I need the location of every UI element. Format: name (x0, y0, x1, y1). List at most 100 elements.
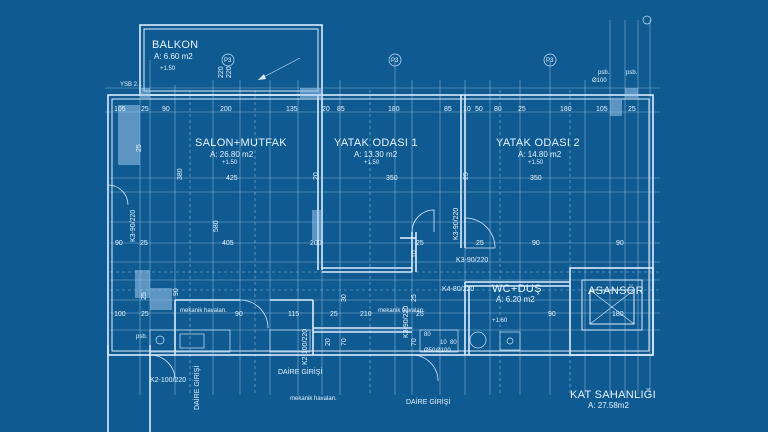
door-code: K3-90/220 (403, 306, 410, 338)
entry-label: DAİRE GİRİŞİ (406, 397, 450, 406)
svg-text:180: 180 (612, 311, 624, 318)
svg-text:25: 25 (141, 311, 149, 318)
grid-bubbles (221, 15, 652, 67)
columns (118, 88, 638, 310)
svg-text:P3: P3 (546, 58, 554, 64)
level-mark-salon: +1.50 (222, 160, 238, 166)
svg-text:100: 100 (114, 311, 126, 318)
svg-text:10: 10 (463, 106, 471, 113)
row-dimensions-2: 90 25 405 200 25 25 90 90 (115, 240, 624, 247)
entry-label: DAİRE GİRİŞİ (278, 367, 322, 376)
room-area-salon: A: 26.80 m2 (210, 150, 254, 159)
svg-text:25: 25 (518, 106, 526, 113)
door-code: K3-90/220 (130, 210, 137, 242)
svg-text:psb.: psb. (136, 334, 148, 340)
row-dimensions-1: 425 350 350 (226, 175, 542, 182)
svg-text:180: 180 (388, 106, 400, 113)
room-area-wc: A: 6.20 m2 (496, 295, 535, 304)
svg-text:220: 220 (226, 66, 233, 78)
svg-text:90: 90 (532, 240, 540, 247)
room-name-salon: SALON+MUTFAK (195, 137, 287, 149)
svg-text:psb.: psb. (626, 70, 638, 76)
level-mark-yatak2: +1.50 (528, 160, 544, 166)
shaft-notes: mekanik havalan. mekanik havalan. mekani… (180, 308, 425, 402)
svg-text:85: 85 (444, 106, 452, 113)
svg-text:20: 20 (325, 338, 332, 346)
svg-text:405: 405 (222, 240, 234, 247)
room-name-asansor: ASANSÖR (588, 285, 644, 297)
svg-text:115: 115 (288, 311, 299, 318)
side-dimensions: 25 380 580 90 220 220 20 25 25 30 25 10 … (136, 66, 470, 346)
svg-text:20: 20 (313, 172, 320, 180)
svg-text:105: 105 (596, 106, 608, 113)
door-code: K3-90/220 (456, 257, 488, 264)
room-area-balkon: A: 6.60 m2 (154, 52, 193, 61)
svg-text:30: 30 (341, 294, 348, 302)
svg-text:425: 425 (226, 175, 238, 182)
svg-text:25: 25 (416, 240, 424, 247)
room-area-kat: A: 27.58m2 (588, 401, 629, 410)
svg-text:90: 90 (173, 288, 180, 296)
svg-text:25: 25 (140, 240, 148, 247)
svg-text:380: 380 (177, 168, 184, 180)
door-code: K3-90/220 (453, 208, 460, 240)
svg-text:25: 25 (411, 294, 418, 302)
room-name-yatak1: YATAK ODASI 1 (334, 137, 418, 149)
svg-text:50: 50 (475, 106, 483, 113)
svg-text:90: 90 (235, 311, 243, 318)
level-mark-yatak1: +1.50 (364, 160, 380, 166)
svg-text:90: 90 (616, 240, 624, 247)
door-swings (107, 184, 496, 382)
svg-text:25: 25 (330, 311, 338, 318)
svg-text:Ø50: Ø50 (424, 348, 436, 354)
svg-text:70: 70 (411, 338, 418, 346)
svg-text:220: 220 (218, 66, 225, 78)
svg-text:mekanik havalan.: mekanik havalan. (180, 308, 227, 314)
room-name-balkon: BALKON (152, 39, 198, 51)
svg-text:Ø100: Ø100 (592, 78, 607, 84)
level-mark-balkon: +1.50 (160, 66, 176, 72)
room-name-wc: WC+DUŞ (492, 283, 542, 295)
entry-labels: DAİRE GİRİŞİ DAİRE GİRİŞİ DAİRE GİRİŞİ (192, 366, 450, 410)
balcony-outline (139, 24, 323, 96)
svg-text:25: 25 (463, 172, 470, 180)
door-code: K4-80/220 (442, 286, 474, 293)
svg-text:20: 20 (322, 106, 330, 113)
svg-text:25: 25 (416, 311, 424, 318)
svg-text:200: 200 (220, 106, 232, 113)
svg-text:10: 10 (411, 250, 418, 258)
svg-text:80: 80 (494, 106, 502, 113)
svg-text:25: 25 (628, 106, 636, 113)
door-code: K2-100/220 (150, 377, 186, 384)
svg-text:90: 90 (548, 311, 556, 318)
svg-text:25: 25 (141, 106, 149, 113)
svg-text:350: 350 (530, 175, 542, 182)
svg-text:10: 10 (440, 340, 447, 346)
svg-text:135: 135 (286, 106, 298, 113)
kitchen-counter (149, 329, 311, 353)
svg-text:25: 25 (136, 144, 143, 152)
svg-text:80: 80 (450, 340, 457, 346)
svg-text:25: 25 (476, 240, 484, 247)
top-dimensions: 105 25 90 200 135 20 85 180 85 10 50 80 … (114, 106, 636, 113)
level-mark-wc: +1.60 (492, 318, 508, 324)
svg-text:350: 350 (386, 175, 398, 182)
svg-text:180: 180 (560, 106, 572, 113)
svg-text:70: 70 (341, 338, 348, 346)
svg-text:90: 90 (162, 106, 170, 113)
interior-walls (174, 95, 570, 355)
outer-walls (107, 94, 654, 432)
room-area-yatak1: A: 13.30 m2 (354, 150, 398, 159)
svg-text:mekanik havalan.: mekanik havalan. (378, 308, 425, 314)
svg-text:210: 210 (360, 311, 372, 318)
tags: YSB 2... P3 P3 P3 psb. psb. psb. Ø100 Ø5… (120, 58, 638, 354)
svg-text:P3: P3 (391, 58, 399, 64)
row-dimensions-3: 100 25 90 115 25 210 25 90 180 (114, 311, 624, 318)
svg-text:580: 580 (213, 220, 220, 232)
svg-text:80: 80 (424, 332, 431, 338)
room-area-yatak2: A: 14.80 m2 (518, 150, 562, 159)
door-codes: K3-90/220 K3-90/220 K3-90/220 K4-80/220 … (130, 208, 488, 384)
svg-text:YSB 2...: YSB 2... (120, 82, 142, 88)
